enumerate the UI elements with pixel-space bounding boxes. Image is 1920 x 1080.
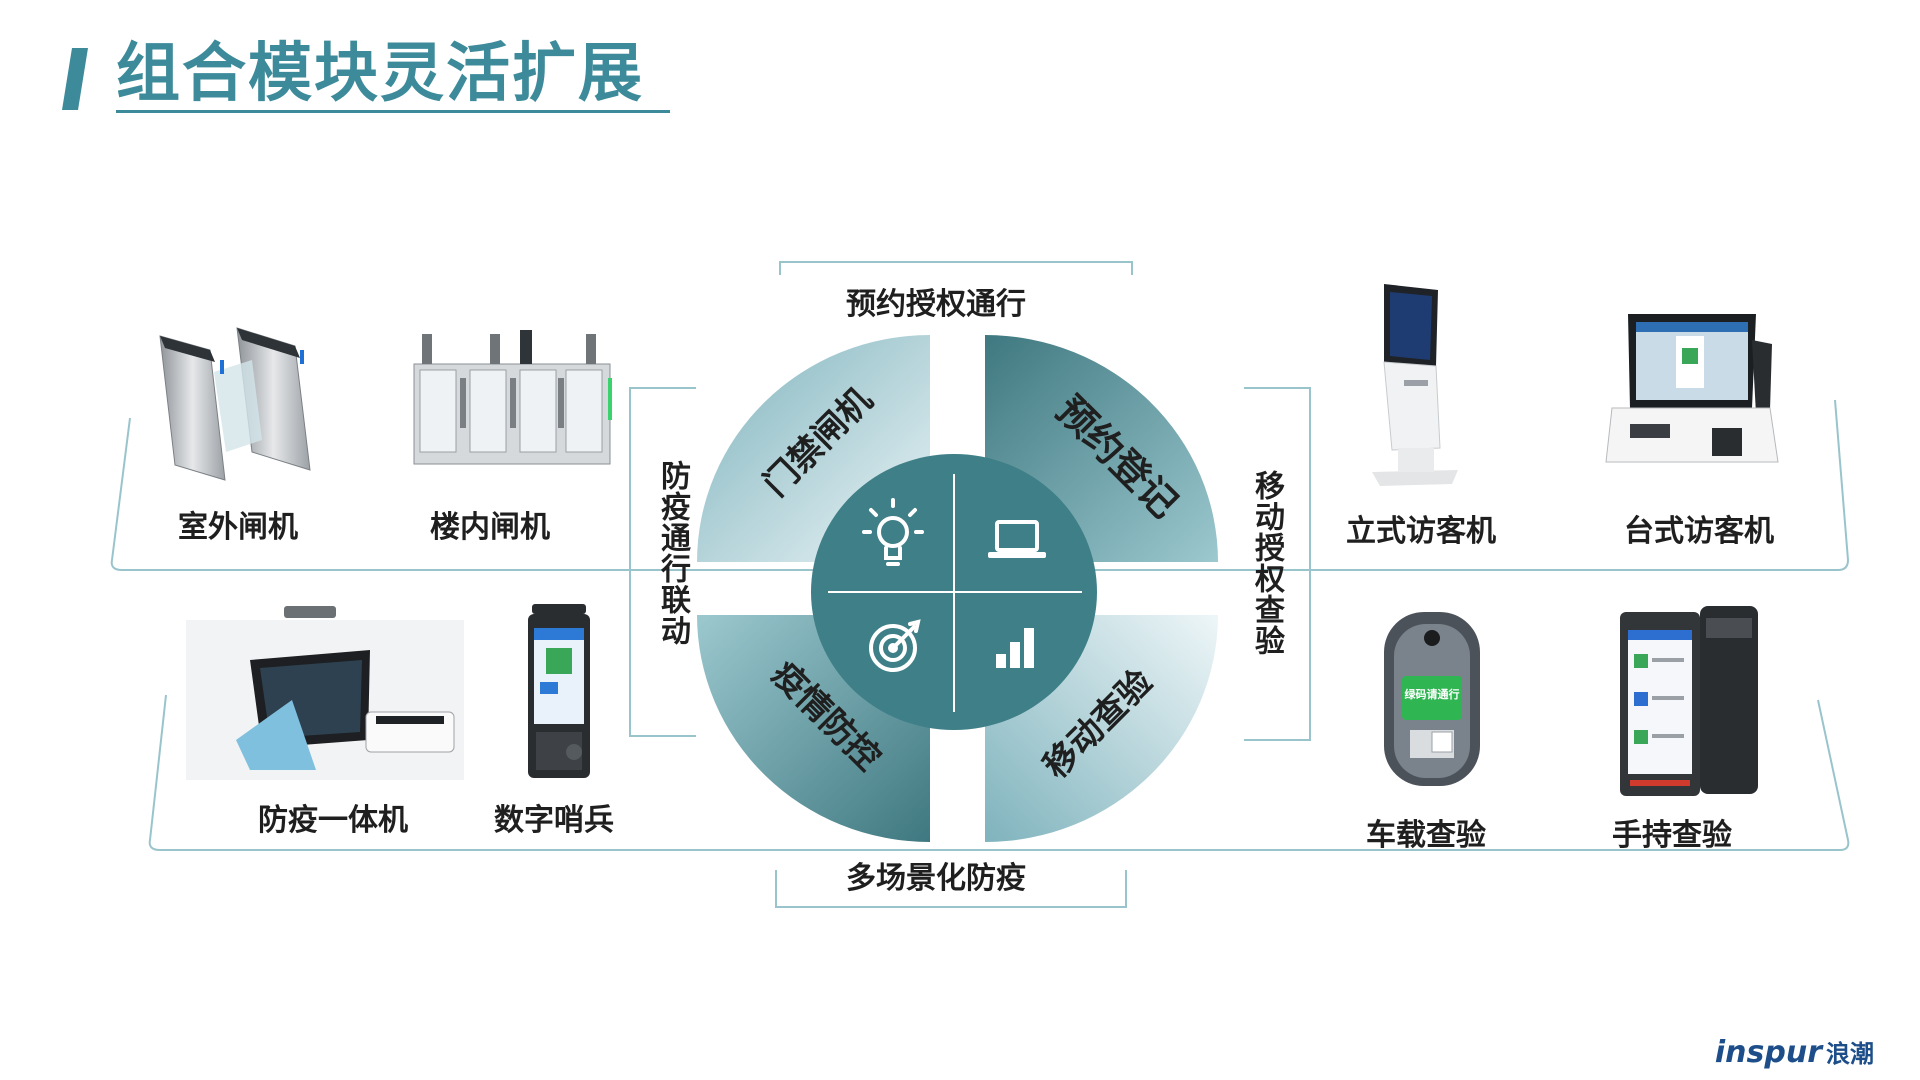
indoor-gate-image xyxy=(413,330,612,465)
brand-logo-cn: 浪潮 xyxy=(1826,1040,1874,1068)
title-accent-bar xyxy=(62,48,88,110)
caption-vehicle-check: 车载查验 xyxy=(1366,818,1486,853)
caption-outdoor-gate: 室外闸机 xyxy=(178,510,298,545)
standing-visitor-image xyxy=(1372,284,1458,486)
label-epidemic-access-linkage: 防疫通行联动 xyxy=(655,460,690,646)
brand-logo-en: inspur xyxy=(1714,1035,1822,1070)
center-disc xyxy=(811,454,1097,730)
handheld-check-image xyxy=(1620,606,1758,796)
caption-indoor-gate: 楼内闸机 xyxy=(430,510,550,545)
caption-digital-sentinel: 数字哨兵 xyxy=(494,803,614,838)
caption-epidemic-terminal: 防疫一体机 xyxy=(258,803,408,838)
epidemic-terminal-image xyxy=(186,606,464,780)
laptop-icon xyxy=(988,520,1046,558)
digital-sentinel-image xyxy=(528,604,590,778)
target-icon xyxy=(869,619,921,672)
label-reserved-authorized-access: 预约授权通行 xyxy=(846,287,1026,322)
caption-standing-visitor: 立式访客机 xyxy=(1346,514,1496,549)
caption-handheld-check: 手持查验 xyxy=(1612,818,1732,853)
caption-desktop-visitor: 台式访客机 xyxy=(1624,514,1774,549)
desktop-visitor-image xyxy=(1605,314,1779,463)
vehicle-screen-text: 绿码请通行 xyxy=(1405,687,1460,701)
bar-chart-icon xyxy=(996,628,1034,668)
label-mobile-authorization-check: 移动授权查验 xyxy=(1249,470,1284,656)
page-title: 组合模块灵活扩展 xyxy=(116,37,644,111)
label-multi-scenario-epidemic: 多场景化防疫 xyxy=(846,861,1026,896)
outdoor-gate-image xyxy=(159,327,311,481)
vehicle-check-image: 绿码请通行 xyxy=(1384,612,1480,786)
title-underline xyxy=(116,110,670,113)
lightbulb-icon xyxy=(862,498,924,566)
